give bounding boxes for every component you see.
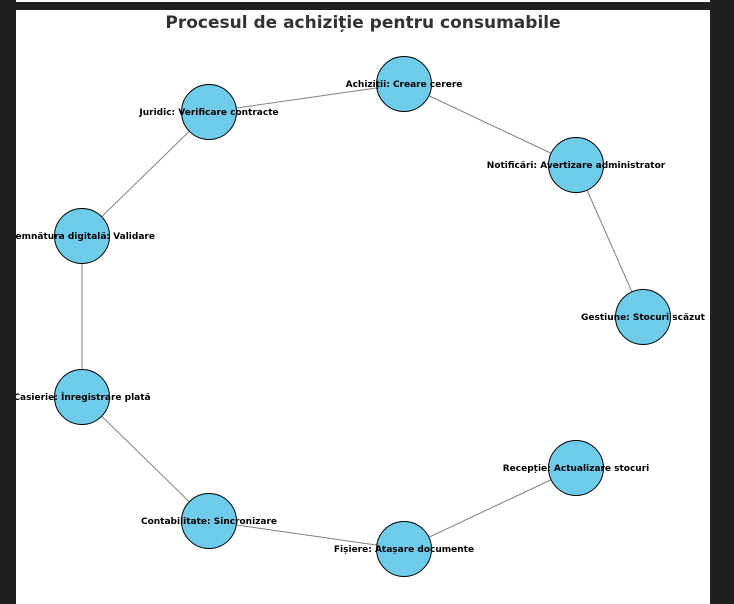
node-gestiune[interactable] — [615, 289, 671, 345]
edge-achizitii-notificari — [403, 83, 577, 166]
node-label-achizitii: Achiziții: Creare cerere — [346, 80, 463, 90]
node-contabilitate[interactable] — [181, 493, 237, 549]
node-label-notificari: Notificări: Avertizare administrator — [487, 161, 666, 171]
node-label-semnatura: Semnătura digitală: Validare — [16, 232, 155, 242]
node-semnatura[interactable] — [54, 208, 110, 264]
edge-juridic-achizitii — [208, 83, 405, 113]
node-label-juridic: Juridic: Verificare contracte — [138, 108, 278, 118]
node-notificari[interactable] — [548, 137, 604, 193]
node-fisiere[interactable] — [376, 521, 432, 577]
node-achizitii[interactable] — [376, 56, 432, 112]
node-label-casierie: Casierie: Înregistrare plată — [16, 391, 151, 403]
node-receptie[interactable] — [548, 440, 604, 496]
nodes-layer — [54, 56, 671, 577]
edge-juridic-semnatura — [81, 111, 210, 237]
node-juridic[interactable] — [181, 84, 237, 140]
edge-fisiere-receptie — [403, 467, 577, 550]
edge-casierie-contabilitate — [81, 396, 210, 522]
node-label-gestiune: Gestiune: Stocuri scăzut — [581, 313, 706, 323]
node-label-receptie: Recepție: Actualizare stocuri — [503, 464, 650, 474]
diagram-title: Procesul de achiziție pentru consumabile — [165, 13, 561, 33]
node-label-contabilitate: Contabilitate: Sincronizare — [141, 517, 277, 527]
node-casierie[interactable] — [54, 369, 110, 425]
figure-canvas: Procesul de achiziție pentru consumabile… — [16, 10, 710, 604]
edge-contabilitate-fisiere — [208, 520, 405, 550]
node-label-fisiere: Fișiere: Atașare documente — [334, 545, 474, 555]
top-strip — [16, 0, 710, 2]
